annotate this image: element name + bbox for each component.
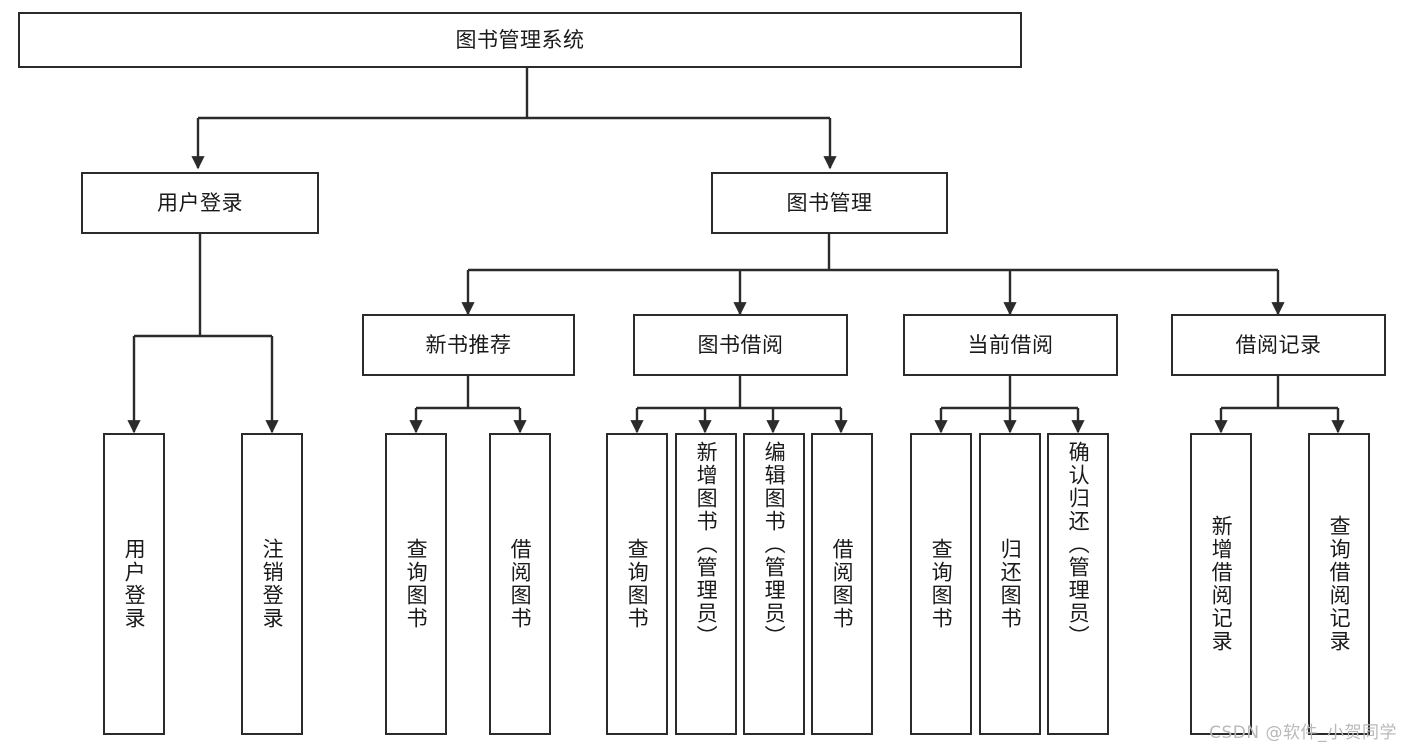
node-leaf-logout[interactable]: 注销登录 (241, 433, 303, 735)
node-leaf-borrow-books-new-rec[interactable]: 借阅图书 (489, 433, 551, 735)
node-root-book-management-system[interactable]: 图书管理系统 (18, 12, 1022, 68)
node-leaf-query-books-new-rec[interactable]: 查询图书 (385, 433, 447, 735)
node-label: 查询图书 (625, 538, 650, 630)
node-book-borrowing[interactable]: 图书借阅 (633, 314, 848, 376)
node-label: 查询图书 (929, 538, 954, 630)
node-leaf-query-borrow-record[interactable]: 查询借阅记录 (1308, 433, 1370, 735)
node-label: 查询图书 (404, 538, 429, 630)
node-leaf-query-books-current[interactable]: 查询图书 (910, 433, 972, 735)
node-label: 借阅图书 (508, 538, 533, 630)
node-label: 注销登录 (260, 538, 285, 630)
node-label: 用户登录 (157, 190, 243, 215)
node-label: 借阅图书 (830, 538, 855, 630)
node-label: 归还图书 (998, 538, 1023, 630)
node-label: 编辑图书（管理员） (762, 441, 787, 648)
node-label: 新增图书（管理员） (694, 441, 719, 648)
node-label: 确认归还（管理员） (1066, 441, 1091, 648)
node-leaf-user-login[interactable]: 用户登录 (103, 433, 165, 735)
node-label: 当前借阅 (967, 332, 1054, 357)
node-leaf-edit-book-admin[interactable]: 编辑图书（管理员） (743, 433, 805, 735)
node-current-borrowing[interactable]: 当前借阅 (903, 314, 1118, 376)
node-label: 借阅记录 (1235, 332, 1322, 357)
node-leaf-add-book-admin[interactable]: 新增图书（管理员） (675, 433, 737, 735)
watermark-text: CSDN @软件_小贺同学 (1209, 723, 1397, 743)
node-borrowing-records[interactable]: 借阅记录 (1171, 314, 1386, 376)
node-label: 图书借阅 (697, 332, 784, 357)
node-leaf-add-borrow-record[interactable]: 新增借阅记录 (1190, 433, 1252, 735)
node-leaf-borrow-books[interactable]: 借阅图书 (811, 433, 873, 735)
node-leaf-query-books-borrow[interactable]: 查询图书 (606, 433, 668, 735)
node-label: 图书管理 (786, 190, 873, 215)
node-label: 新书推荐 (425, 332, 512, 357)
node-leaf-confirm-return-admin[interactable]: 确认归还（管理员） (1047, 433, 1109, 735)
node-label: 图书管理系统 (455, 27, 585, 52)
node-leaf-return-books[interactable]: 归还图书 (979, 433, 1041, 735)
node-user-login[interactable]: 用户登录 (81, 172, 319, 234)
node-label: 新增借阅记录 (1209, 515, 1234, 653)
node-book-management[interactable]: 图书管理 (711, 172, 948, 234)
node-label: 查询借阅记录 (1327, 515, 1352, 653)
node-label: 用户登录 (122, 538, 147, 630)
node-new-book-recommendation[interactable]: 新书推荐 (362, 314, 575, 376)
